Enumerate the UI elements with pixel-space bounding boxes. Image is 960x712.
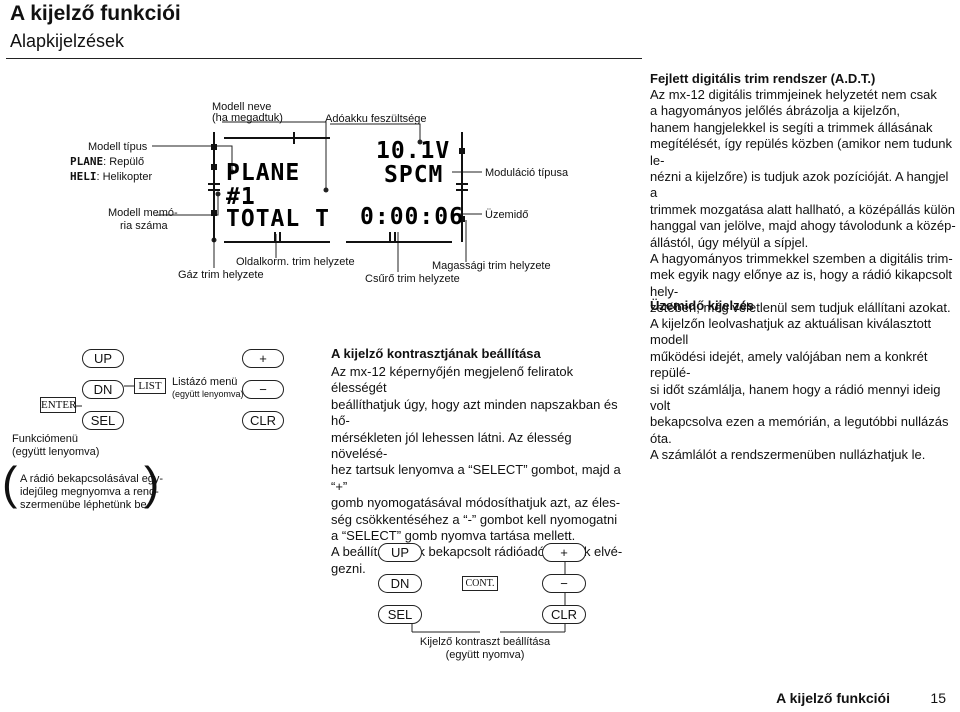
heli-word: HELI xyxy=(70,170,97,183)
trim-line: hanem hangjelekkel is segíti a trimmek á… xyxy=(650,119,933,135)
footer-title: A kijelző funkciói xyxy=(776,690,890,706)
minus-button[interactable]: − xyxy=(242,380,284,399)
label-plane: PLANE: Repülő xyxy=(70,155,145,169)
contrast-line: mérsékleten jól lehessen látni. Az éless… xyxy=(331,429,572,462)
sel-button[interactable]: SEL xyxy=(82,411,124,430)
contrast-up-button[interactable]: UP xyxy=(378,543,422,562)
contrast-line: a “SELECT” gomb nyomva tartása mellett. xyxy=(331,528,576,544)
label-operating-time: Üzemidő xyxy=(485,209,529,221)
label-aileron-trim: Csűrő trim helyzete xyxy=(365,273,460,285)
trim-heading: Fejlett digitális trim rendszer (A.D.T.) xyxy=(650,71,876,86)
contrast-plus-button[interactable]: + xyxy=(542,543,586,562)
contrast-line: gomb nyomogatásával módosíthatjuk azt, a… xyxy=(331,495,621,511)
diagram-leader-lines xyxy=(152,121,482,272)
trim-line: hanggal van jelölve, majd ahogy távolodu… xyxy=(650,218,956,234)
label-func-menu-2: (együtt lenyomva) xyxy=(12,446,100,458)
label-throttle-trim: Gáz trim helyzete xyxy=(178,269,264,281)
timer-line: működési idejét, amely valójában nem a k… xyxy=(650,348,928,381)
contrast-line: hez tartsuk lenyomva a “SELECT” gombot, … xyxy=(331,462,621,494)
note-line-2: idejűleg megnyomva a rend- xyxy=(20,486,159,498)
label-func-menu-1: Funkciómenü xyxy=(12,433,79,445)
label-side-trim: Oldalkorm. trim helyzete xyxy=(236,256,355,268)
label-model-type: Modell típus xyxy=(88,141,148,153)
timer-line: si időt számlálja, hanem hogy a rádió me… xyxy=(650,381,941,414)
trim-line: nézni a kijelzőre) is tudjuk azok pozíci… xyxy=(650,169,949,201)
trim-line: trimmek mozgatása alatt hallható, a közé… xyxy=(650,201,955,217)
plane-desc: : Repülő xyxy=(103,156,145,168)
contrast-heading: A kijelző kontrasztjának beállítása xyxy=(331,346,541,361)
contrast-minus-button[interactable]: − xyxy=(542,574,586,593)
plane-word: PLANE xyxy=(70,155,104,168)
trim-line: mek egyik nagy előnye az is, hogy a rádi… xyxy=(650,267,953,299)
header-divider xyxy=(6,58,642,59)
timer-line: A számlálót a rendszermenüben nullázhatj… xyxy=(650,447,926,463)
timer-line: A kijelzőn leolvashatjuk az aktuálisan k… xyxy=(650,316,932,348)
lcd-model-type: PLANE xyxy=(226,160,301,186)
contrast-clr-button[interactable]: CLR xyxy=(542,605,586,624)
lcd-voltage: 10.1V xyxy=(376,138,451,164)
contrast-caption-2: (együtt nyomva) xyxy=(445,649,525,661)
label-heli: HELI: Helikopter xyxy=(70,170,153,184)
button-connectors xyxy=(76,385,134,407)
contrast-sel-button[interactable]: SEL xyxy=(378,605,422,624)
trim-line: A hagyományos trimmekkel szemben a digit… xyxy=(650,251,953,267)
contrast-line: Az mx-12 képernyőjén megjelenő feliratok… xyxy=(331,364,574,396)
trim-line: a hagyományos jelőlés ábrázolja a kijelz… xyxy=(650,103,901,119)
lcd-screen: PLANE #1 TOTAL T 10.1V SPCM 0:00:06 xyxy=(200,124,476,251)
timer-body: A kijelzőn leolvashatjuk az aktuálisan k… xyxy=(650,316,956,464)
trim-line: zetében, még véletlenül sem tudjuk eláll… xyxy=(650,300,951,316)
label-modulation: Moduláció típusa xyxy=(485,167,569,179)
timer-line: bekapcsolva ezen a memórián, a legutóbbi… xyxy=(650,414,949,446)
label-list-menu-2: (együtt lenyomva) xyxy=(172,389,244,399)
trim-line: állástól, úgy mélyül a sípjel. xyxy=(650,234,809,250)
page-number: 15 xyxy=(930,690,946,706)
contrast-line: ség csökkentéséhez a “-” gombot kell nyo… xyxy=(331,511,618,527)
page-title: A kijelző funkciói xyxy=(10,2,181,25)
close-paren: ) xyxy=(144,457,160,509)
contrast-line: beállíthatjuk úgy, hogy azt minden napsz… xyxy=(331,396,618,429)
contrast-line: gezni. xyxy=(331,560,366,576)
lcd-timer: 0:00:06 xyxy=(360,204,464,230)
lcd-total-timer-label: TOTAL T xyxy=(226,206,330,232)
list-button[interactable]: LIST xyxy=(134,378,166,394)
label-model-name-2: (ha megadtuk) xyxy=(212,112,283,124)
plus-button[interactable]: + xyxy=(242,349,284,368)
lcd-modulation: SPCM xyxy=(384,162,444,188)
page-subtitle: Alapkijelzések xyxy=(10,31,125,51)
clr-button[interactable]: CLR xyxy=(242,411,284,430)
label-tx-battery: Adóakku feszültsége xyxy=(325,113,427,125)
trim-body: Az mx-12 digitális trimmjeinek helyzetét… xyxy=(650,87,956,317)
heli-desc: : Helikopter xyxy=(96,171,153,183)
note-line-1: A rádió bekapcsolásával egy- xyxy=(20,473,164,485)
contrast-dn-button[interactable]: DN xyxy=(378,574,422,593)
dn-button[interactable]: DN xyxy=(82,380,124,399)
label-elevator-trim: Magassági trim helyzete xyxy=(432,260,551,272)
trim-line: Az mx-12 digitális trimmjeinek helyzetét… xyxy=(650,87,937,102)
label-model-memory-2: ria száma xyxy=(120,220,168,232)
cont-button[interactable]: CONT. xyxy=(462,576,498,591)
open-paren: ( xyxy=(2,457,18,509)
enter-button[interactable]: ENTER xyxy=(40,397,77,413)
trim-line: megítélését, így repülés közben (amikor … xyxy=(650,136,953,168)
contrast-caption-1: Kijelző kontraszt beállítása xyxy=(419,636,551,648)
label-list-menu-1: Listázó menü xyxy=(172,376,238,388)
up-button[interactable]: UP xyxy=(82,349,124,368)
timer-heading: Üzemidő kijelzés xyxy=(650,298,755,313)
lcd-model-number: #1 xyxy=(226,184,256,210)
note-line-3: szermenübe léphetünk be. xyxy=(20,499,150,511)
label-model-name-1: Modell neve xyxy=(212,101,272,113)
label-model-memory-1: Modell memó- xyxy=(108,207,178,219)
lcd-trim-bars xyxy=(208,132,468,243)
